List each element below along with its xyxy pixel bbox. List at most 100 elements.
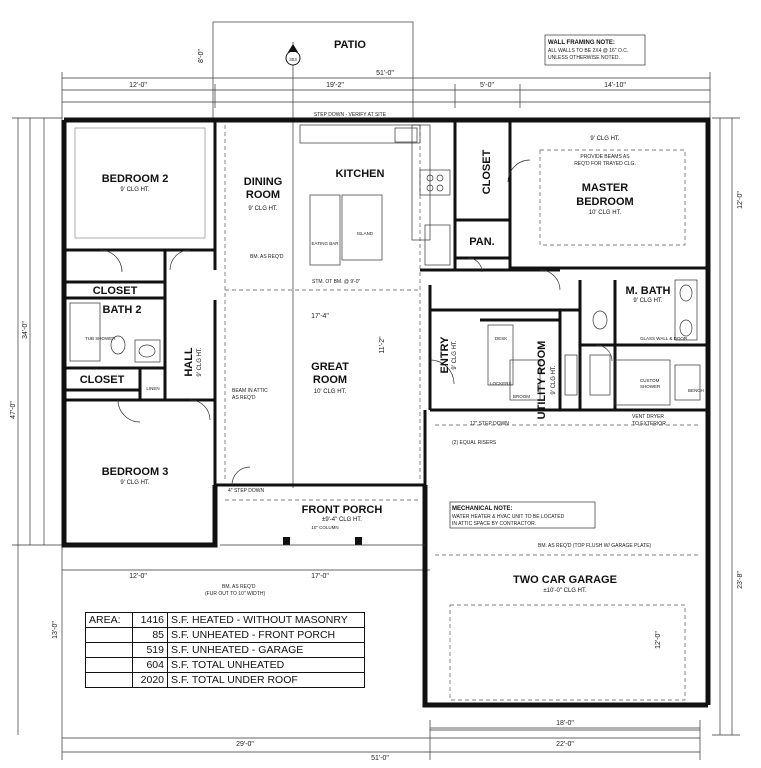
dim-overall-top: 51'-0" xyxy=(376,70,394,77)
right-dimensions: 12'-0" 23'-8" xyxy=(712,117,744,736)
section-marker: 303 xyxy=(285,42,301,488)
dim-bottom-12: 12'-0" xyxy=(129,573,147,580)
svg-text:PROVIDE BEAMS AS: PROVIDE BEAMS AS xyxy=(580,154,630,160)
svg-text:303: 303 xyxy=(289,57,297,62)
dim-bottom-22: 22'-0" xyxy=(556,741,574,748)
svg-text:17'-4": 17'-4" xyxy=(311,313,329,320)
table-row: 604 S.F. TOTAL UNHEATED xyxy=(85,657,365,673)
svg-text:AS REQ'D: AS REQ'D xyxy=(232,395,256,401)
dim-left-34: 34'-0" xyxy=(22,321,29,339)
svg-text:4" STEP DOWN: 4" STEP DOWN xyxy=(228,488,265,494)
svg-text:10' CLG HT.: 10' CLG HT. xyxy=(589,210,622,216)
area-label: AREA: xyxy=(85,612,133,628)
dim-overall-bottom: 51'-0" xyxy=(371,755,389,762)
svg-text:12" STEP DOWN: 12" STEP DOWN xyxy=(470,421,509,427)
area-label xyxy=(85,642,133,658)
room-master-bedroom: MASTER xyxy=(582,182,629,194)
area-desc: S.F. UNHEATED - FRONT PORCH xyxy=(167,627,365,643)
svg-text:GLASS WALL & DOOR: GLASS WALL & DOOR xyxy=(640,336,688,341)
svg-text:TO EXTERIOR: TO EXTERIOR xyxy=(632,421,666,427)
svg-text:BEAM IN ATTIC: BEAM IN ATTIC xyxy=(232,388,268,394)
svg-text:ROOM: ROOM xyxy=(313,374,347,386)
room-closet1: CLOSET xyxy=(93,285,138,297)
svg-text:12'-0": 12'-0" xyxy=(655,631,662,649)
svg-text:11'-2": 11'-2" xyxy=(379,336,386,354)
area-desc: S.F. HEATED - WITHOUT MASONRY xyxy=(167,612,365,628)
svg-text:CUSTOM: CUSTOM xyxy=(640,378,660,383)
dim-top-12: 12'-0" xyxy=(129,82,147,89)
svg-text:IN ATTIC SPACE BY CONTRACTOR.: IN ATTIC SPACE BY CONTRACTOR. xyxy=(452,521,536,527)
top-dimensions: 51'-0" 12'-0" 19'-2" 5'-0" 14'-10" 8'-0" xyxy=(61,49,711,122)
svg-text:8'-0": 8'-0" xyxy=(198,49,205,63)
svg-text:LOCKERS: LOCKERS xyxy=(490,381,512,386)
room-bath2: BATH 2 xyxy=(103,304,142,316)
svg-text:ROOM: ROOM xyxy=(246,189,280,201)
dim-top-19-2: 19'-2" xyxy=(326,82,344,89)
svg-text:STM. OT BM. @ 9'-0": STM. OT BM. @ 9'-0" xyxy=(312,279,360,285)
garage-door xyxy=(449,604,686,701)
table-row: 519 S.F. UNHEATED - GARAGE xyxy=(85,642,365,658)
svg-text:9' CLG HT.: 9' CLG HT. xyxy=(452,340,458,369)
mechanical-note: MECHANICAL NOTE: WATER HEATER & HVAC UNI… xyxy=(449,501,596,529)
svg-text:10" COLUMN: 10" COLUMN xyxy=(311,525,338,530)
left-dimensions: 47'-0" 34'-0" 13'-0" xyxy=(10,117,62,735)
room-front-porch: FRONT PORCH xyxy=(302,504,383,516)
door-swings xyxy=(99,159,613,486)
svg-text:ISLAND: ISLAND xyxy=(357,231,374,236)
svg-text:STEP DOWN - VERIFY AT SITE: STEP DOWN - VERIFY AT SITE xyxy=(314,112,387,118)
wall-framing-note: WALL FRAMING NOTE: ALL WALLS TO BE 2X4 @… xyxy=(544,34,646,66)
room-m-bath: M. BATH xyxy=(625,285,670,297)
dim-bottom-18: 18'-0" xyxy=(556,720,574,727)
svg-text:SHOWER: SHOWER xyxy=(640,384,661,389)
porch-column-right xyxy=(355,537,362,545)
room-hall: HALL xyxy=(183,347,195,377)
area-label xyxy=(85,627,133,643)
svg-text:9' CLG HT.: 9' CLG HT. xyxy=(197,347,203,376)
svg-text:UNLESS OTHERWISE NOTED.: UNLESS OTHERWISE NOTED. xyxy=(548,55,620,61)
room-great-room: GREAT xyxy=(311,361,349,373)
svg-text:10' CLG HT.: 10' CLG HT. xyxy=(314,389,347,395)
room-bedroom3: BEDROOM 3 xyxy=(102,466,169,478)
svg-text:BEDROOM: BEDROOM xyxy=(576,196,633,208)
dim-bottom-17: 17'-0" xyxy=(311,573,329,580)
svg-text:(2) EQUAL RISERS: (2) EQUAL RISERS xyxy=(452,440,497,446)
area-desc: S.F. TOTAL UNDER ROOF xyxy=(167,672,365,688)
area-table: AREA: 1416 S.F. HEATED - WITHOUT MASONRY… xyxy=(85,612,365,688)
svg-text:BM. AS REQ'D: BM. AS REQ'D xyxy=(250,254,284,260)
table-row: AREA: 1416 S.F. HEATED - WITHOUT MASONRY xyxy=(85,612,365,628)
bath-fixtures xyxy=(69,279,701,406)
svg-text:(FUR OUT TO 10" WIDTH): (FUR OUT TO 10" WIDTH) xyxy=(205,591,265,597)
kitchen-counters xyxy=(299,124,451,266)
svg-text:DESK: DESK xyxy=(495,336,507,341)
svg-text:BM. AS REQ'D (TOP FLUSH W/ GAR: BM. AS REQ'D (TOP FLUSH W/ GARAGE PLATE) xyxy=(538,543,652,549)
svg-text:9' CLG HT.: 9' CLG HT. xyxy=(120,480,149,486)
svg-text:WALL FRAMING NOTE:: WALL FRAMING NOTE: xyxy=(548,40,615,46)
svg-text:EATING BAR: EATING BAR xyxy=(312,241,340,246)
svg-text:VENT DRYER: VENT DRYER xyxy=(632,414,664,420)
room-dining: DINING xyxy=(244,176,283,188)
dim-top-5: 5'-0" xyxy=(480,82,494,89)
patio-label: PATIO xyxy=(334,39,366,51)
room-bedroom2: BEDROOM 2 xyxy=(102,173,169,185)
area-value: 1416 xyxy=(132,612,168,628)
svg-text:LINEN: LINEN xyxy=(146,386,159,391)
area-desc: S.F. TOTAL UNHEATED xyxy=(167,657,365,673)
area-value: 85 xyxy=(132,627,168,643)
svg-text:9' CLG HT.: 9' CLG HT. xyxy=(590,136,619,142)
room-utility: UTILITY ROOM xyxy=(536,341,548,420)
area-value: 604 xyxy=(132,657,168,673)
exterior-walls xyxy=(61,117,711,708)
table-row: 85 S.F. UNHEATED - FRONT PORCH xyxy=(85,627,365,643)
area-table-body: AREA: 1416 S.F. HEATED - WITHOUT MASONRY… xyxy=(85,612,365,688)
svg-text:9' CLG HT.: 9' CLG HT. xyxy=(551,365,557,394)
svg-text:9' CLG HT.: 9' CLG HT. xyxy=(248,206,277,212)
svg-text:±10'-0" CLG HT.: ±10'-0" CLG HT. xyxy=(543,588,587,594)
svg-text:WATER HEATER & HVAC UNIT TO BE: WATER HEATER & HVAC UNIT TO BE LOCATED xyxy=(452,514,565,520)
svg-text:9' CLG HT.: 9' CLG HT. xyxy=(633,298,662,304)
dim-bottom-29: 29'-0" xyxy=(236,741,254,748)
svg-text:BROOM: BROOM xyxy=(513,394,530,399)
svg-text:TUB SHOWER: TUB SHOWER xyxy=(85,336,116,341)
dim-right-23-8: 23'-8" xyxy=(737,571,744,589)
table-row: 2020 S.F. TOTAL UNDER ROOF xyxy=(85,672,365,688)
